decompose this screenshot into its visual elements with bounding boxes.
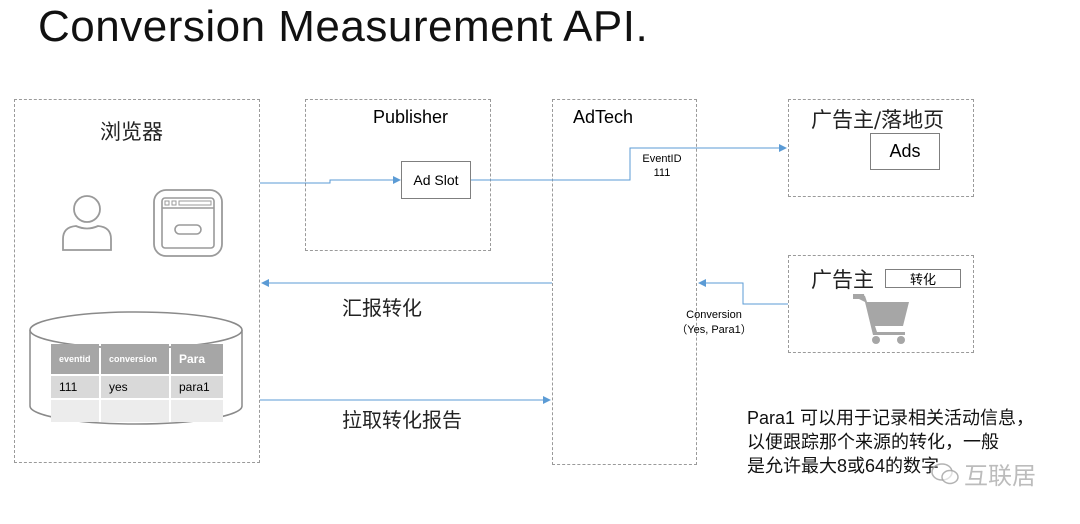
ads-label: Ads [889,141,921,161]
browser-label: 浏览器 [100,120,163,144]
adtech-label: AdTech [573,107,634,127]
landing-page-container [788,99,974,197]
report-conversion-label: 汇报转化 [342,296,422,320]
user-icon [62,195,112,251]
advertiser-to-adtech-arrow [698,279,788,305]
table-cell: 111 [51,376,99,398]
ad-slot-box: Ad Slot [401,161,471,199]
publisher-container [305,99,491,251]
landing-page-label: 广告主/落地页 [811,108,945,132]
browser-container [14,99,260,463]
page-title: Conversion Measurement API. [38,2,649,51]
advertiser-container [788,255,974,353]
table-cell: para1 [171,376,223,398]
conversion-tag-label: 转化 [909,273,936,288]
table-row [51,400,223,422]
shopping-cart-icon [853,294,909,344]
browser-window-icon [153,189,223,257]
wechat-icon [931,462,959,484]
browser-to-adslot-arrow [260,176,401,184]
table-cell [51,400,99,422]
conversion-label: Conversion （Yes, Para1） [676,309,752,336]
ads-box: Ads [870,133,940,170]
table-cell: yes [101,376,169,398]
event-id-label: EventID 111 [642,153,682,179]
pull-report-label: 拉取转化报告 [342,408,462,432]
watermark: 互联居 [930,456,1036,491]
adslot-to-landing-arrow [471,144,787,181]
table-header-para: Para [171,344,223,374]
table-cell [171,400,223,422]
table-header-eventid: eventid [51,344,99,374]
conversion-tag: 转化 [885,269,961,288]
table-cell [101,400,169,422]
ad-slot-label: Ad Slot [413,172,459,188]
table-row: 111 yes para1 [51,376,223,398]
publisher-label: Publisher [373,107,449,127]
table-header-conversion: conversion [101,344,169,374]
para1-note: Para1 可以用于记录相关活动信息， 以便跟踪那个来源的转化，一般 是允许最大… [747,408,1035,476]
adtech-container [552,99,697,465]
conversion-table: eventid conversion Para 111 yes para1 [49,342,225,424]
advertiser-label: 广告主 [811,268,874,292]
